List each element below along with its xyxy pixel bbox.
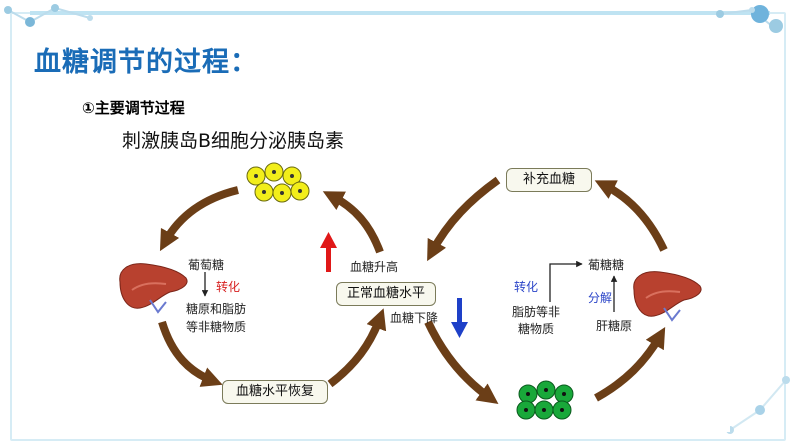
molecule-decoration-icon xyxy=(726,376,790,434)
green-alpha-cells-icon xyxy=(516,380,574,420)
glucose-label-left: 葡萄糖 xyxy=(188,258,225,272)
arrow-recover-to-center xyxy=(327,308,387,388)
glycogen-fat-line2: 等非糖物质 xyxy=(186,320,247,334)
yellow-beta-cells-icon xyxy=(246,162,310,203)
liver-icon xyxy=(119,263,188,314)
arrow-green-to-liver xyxy=(594,326,666,402)
glucose-label-right: 葡糖糖 xyxy=(588,258,625,272)
glycogen-fat-line1: 糖原和脂肪 xyxy=(186,302,247,316)
diagram-heading: 刺激胰岛B细胞分泌胰岛素 xyxy=(122,130,345,152)
fat-line1-right: 脂肪等非 xyxy=(512,305,561,319)
slide-title: 血糖调节的过程： xyxy=(34,47,258,78)
glycogen-label-right: 肝糖原 xyxy=(596,319,633,333)
arrow-center-to-green xyxy=(424,320,499,405)
molecule-decoration-icon xyxy=(716,5,783,33)
liver-icon xyxy=(633,271,702,322)
arrow-supplement-to-center xyxy=(427,176,501,262)
recovered-glucose-box: 血糖水平恢复 xyxy=(222,380,328,404)
arrow-center-to-yellow xyxy=(322,191,384,254)
normal-glucose-box: 正常血糖水平 xyxy=(336,282,436,306)
supplement-glucose-box: 补充血糖 xyxy=(506,168,592,192)
convert-label-right: 转化 xyxy=(514,280,539,294)
slide-subtitle: ①主要调节过程 xyxy=(82,99,185,117)
decompose-label-right: 分解 xyxy=(588,291,613,305)
down-arrow-icon xyxy=(451,298,468,338)
arrow-yellow-to-liver xyxy=(159,186,239,252)
fat-line2-right: 糖物质 xyxy=(518,322,555,336)
arrow-liver-to-supplement xyxy=(594,180,668,252)
molecule-decoration-icon xyxy=(4,4,93,27)
glucose-fall-label: 血糖下降 xyxy=(390,311,439,325)
convert-arrow-right xyxy=(549,260,583,302)
up-arrow-icon xyxy=(320,232,337,272)
top-decorative-bar xyxy=(30,11,770,15)
glucose-rise-label: 血糖升高 xyxy=(350,260,399,274)
convert-label-left: 转化 xyxy=(216,280,241,294)
arrow-liver-to-recover xyxy=(158,320,223,387)
